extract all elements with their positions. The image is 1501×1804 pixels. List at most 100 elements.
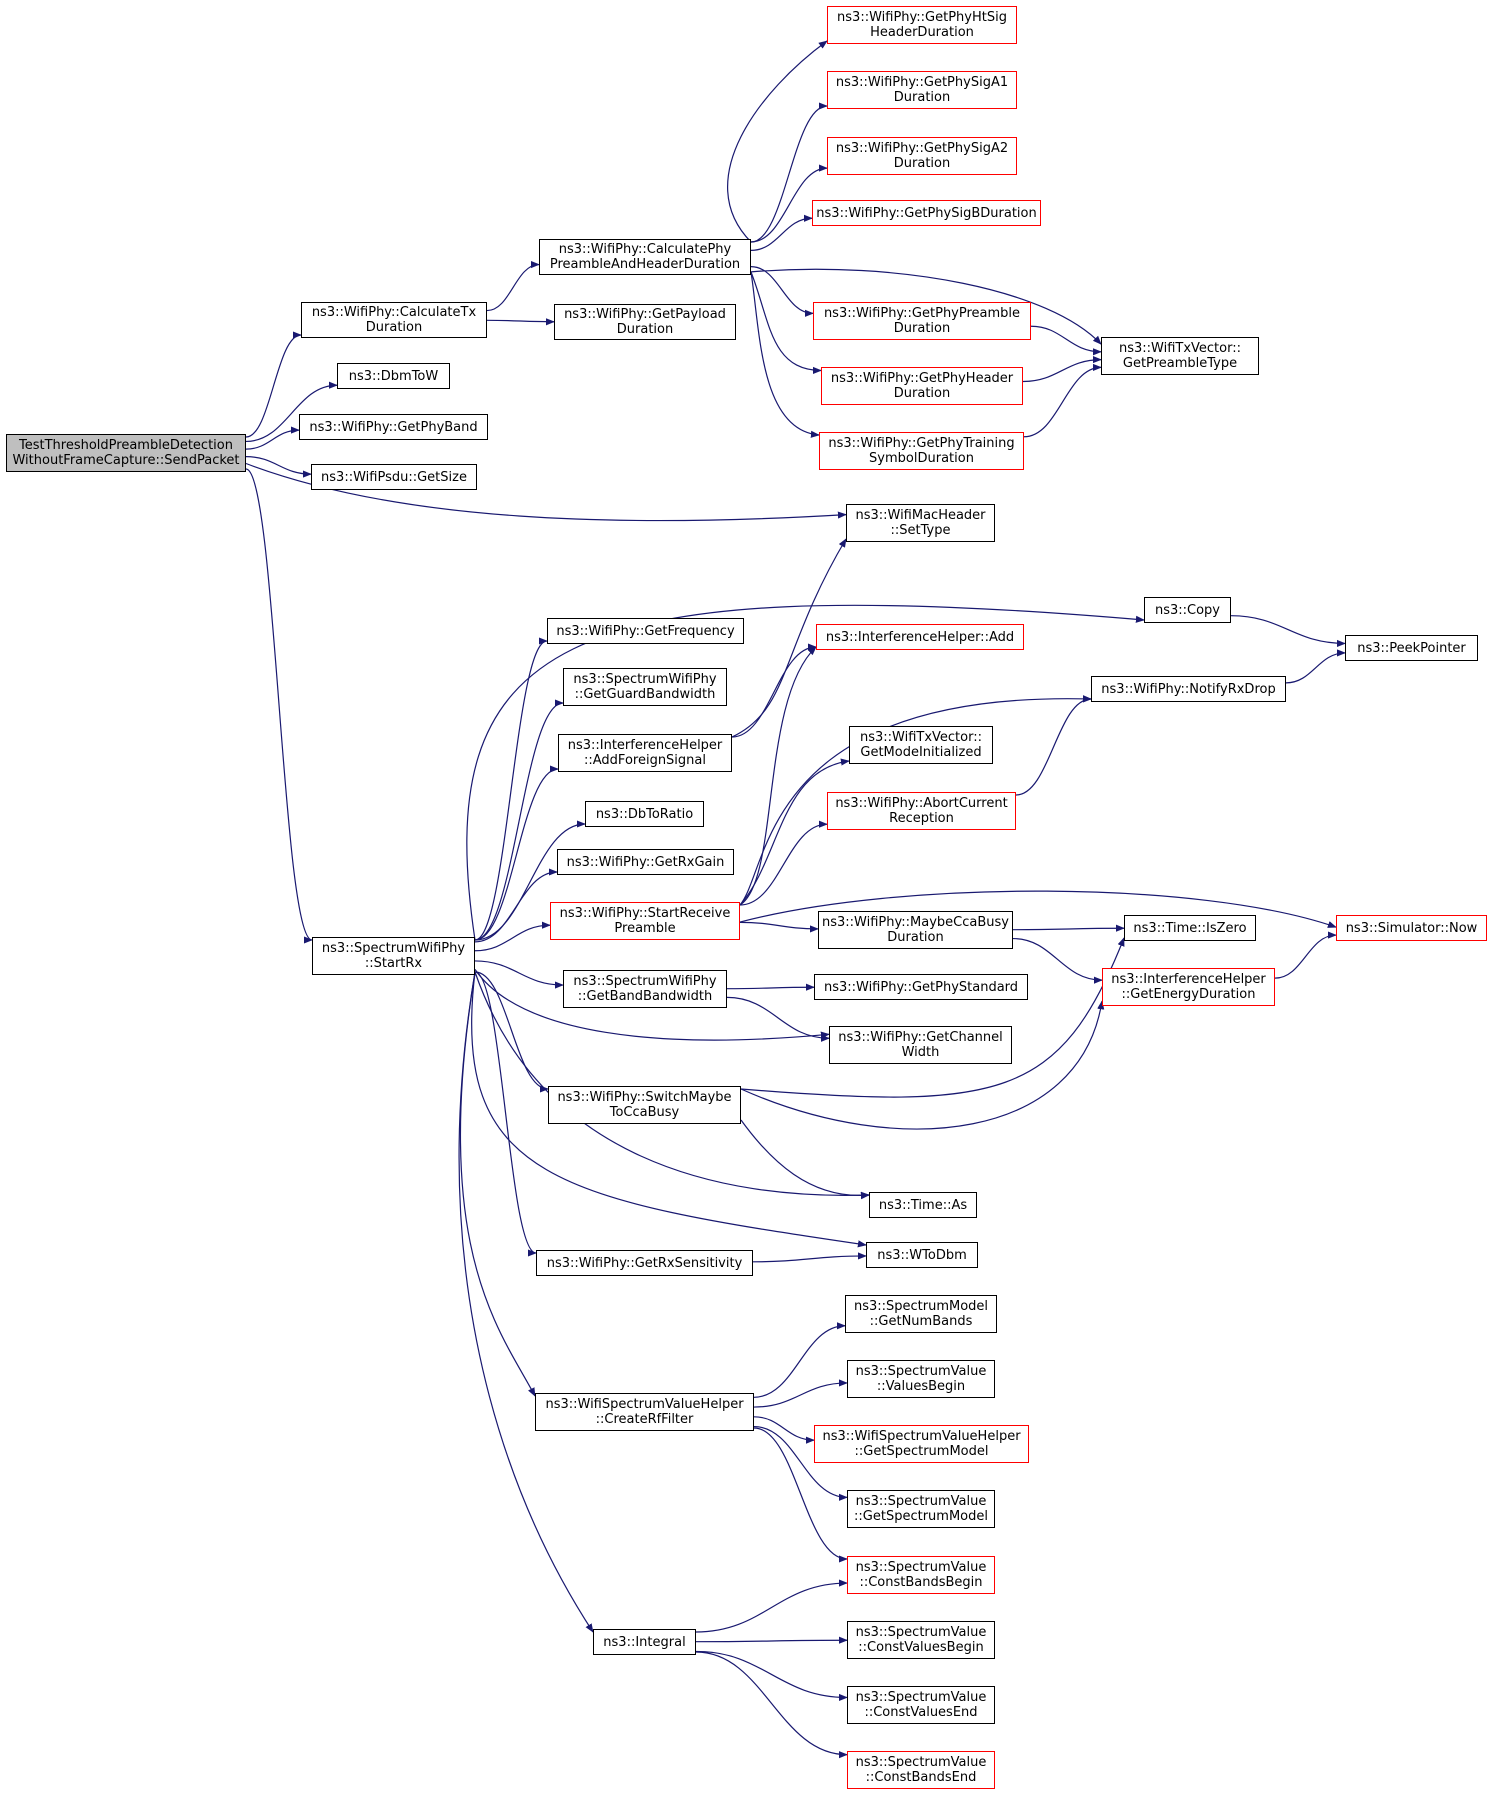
node-addForeign[interactable]: ns3::InterferenceHelper::AddForeignSigna… (558, 734, 732, 772)
node-wsvhModel[interactable]: ns3::WifiSpectrumValueHelper::GetSpectru… (814, 1425, 1029, 1463)
edge-notifyDrop-to-peek (1285, 649, 1346, 684)
node-svModel[interactable]: ns3::SpectrumValue::GetSpectrumModel (847, 1490, 995, 1528)
edge-integral-to-cbEnd (695, 1651, 848, 1759)
node-label-line: ns3::WifiTxVector:: (859, 730, 982, 745)
node-energy[interactable]: ns3::InterferenceHelper::GetEnergyDurati… (1102, 968, 1275, 1006)
node-label-line: ns3::SpectrumValue (855, 1494, 987, 1509)
edge-startRx-to-bandBw (474, 960, 564, 989)
node-label-line: ns3::SpectrumValue (855, 1690, 987, 1705)
node-psduSize[interactable]: ns3::WifiPsdu::GetSize (311, 464, 477, 490)
node-preType[interactable]: ns3::WifiTxVector::GetPreambleType (1101, 337, 1259, 375)
node-dbToRatio[interactable]: ns3::DbToRatio (585, 801, 704, 827)
node-label-line: ToCcaBusy (609, 1105, 680, 1120)
node-label-line: ::GetSpectrumModel (854, 1509, 988, 1524)
node-label-line: ::GetSpectrumModel (854, 1444, 989, 1459)
edge-calcPre-to-sigA2 (750, 164, 828, 243)
node-rxSens[interactable]: ns3::WifiPhy::GetRxSensitivity (536, 1250, 753, 1276)
edge-abortRx-to-notifyDrop (1015, 695, 1092, 796)
node-setType[interactable]: ns3::WifiMacHeader::SetType (846, 504, 995, 542)
edge-startRx-to-chWidth (474, 969, 830, 1041)
node-label-line: ns3::Copy (1154, 602, 1221, 618)
node-wToDbm[interactable]: ns3::WToDbm (866, 1242, 978, 1268)
edge-root-to-calcTx (245, 331, 302, 438)
node-label-line: ns3::WifiPhy::SwitchMaybe (557, 1090, 732, 1105)
node-label-line: Duration (893, 321, 951, 336)
node-modeInit[interactable]: ns3::WifiTxVector::GetModeInitialized (849, 726, 993, 764)
node-cbEnd[interactable]: ns3::SpectrumValue::ConstBandsEnd (847, 1751, 995, 1789)
node-label-line: ns3::WifiPhy::GetFrequency (556, 623, 735, 639)
node-simNow[interactable]: ns3::Simulator::Now (1336, 915, 1487, 941)
node-sigB[interactable]: ns3::WifiPhy::GetPhySigBDuration (812, 200, 1041, 226)
node-rfFilter[interactable]: ns3::WifiSpectrumValueHelper::CreateRfFi… (535, 1393, 754, 1431)
edge-energy-to-simNow (1274, 931, 1337, 979)
node-label-line: ns3::WifiMacHeader (855, 508, 986, 523)
node-label-line: ns3::WifiPhy::CalculateTx (311, 305, 477, 320)
node-rxGain[interactable]: ns3::WifiPhy::GetRxGain (557, 849, 734, 875)
edge-startPre-to-modeInit (739, 758, 850, 906)
node-label-line: ns3::WifiPhy::NotifyRxDrop (1101, 681, 1276, 697)
node-dbmToW[interactable]: ns3::DbmToW (337, 363, 450, 389)
node-cvBegin[interactable]: ns3::SpectrumValue::ConstValuesBegin (847, 1621, 995, 1659)
edge-startPre-to-maybeCca (739, 921, 819, 933)
node-label-line: ns3::DbToRatio (595, 806, 694, 822)
node-phyStd[interactable]: ns3::WifiPhy::GetPhyStandard (814, 974, 1028, 1000)
edge-root-to-psduSize (245, 456, 312, 478)
node-label-line: ns3::WifiPhy::CalculatePhy (558, 242, 732, 257)
edge-rfFilter-to-valBegin (753, 1379, 848, 1408)
node-valBegin[interactable]: ns3::SpectrumValue::ValuesBegin (847, 1360, 995, 1398)
node-label-line: ns3::SpectrumWifiPhy (573, 672, 717, 687)
node-label-line: TestThresholdPreambleDetection (19, 438, 233, 453)
node-integral[interactable]: ns3::Integral (593, 1629, 696, 1655)
node-getPhyBand[interactable]: ns3::WifiPhy::GetPhyBand (299, 414, 488, 440)
node-label-line: ns3::WifiPsdu::GetSize (321, 469, 467, 485)
node-isZero[interactable]: ns3::Time::IsZero (1124, 915, 1256, 941)
node-label-line: WithoutFrameCapture::SendPacket (12, 453, 240, 468)
node-copy[interactable]: ns3::Copy (1144, 597, 1231, 623)
node-guardBw[interactable]: ns3::SpectrumWifiPhy::GetGuardBandwidth (563, 668, 727, 706)
edge-rfFilter-to-cbBegin (753, 1427, 848, 1563)
node-getFreq[interactable]: ns3::WifiPhy::GetFrequency (547, 618, 744, 644)
edge-startRx-to-guardBw (474, 699, 564, 941)
node-label-line: ns3::SpectrumValue (855, 1625, 987, 1640)
edge-startPre-to-simNow (739, 890, 1337, 928)
node-startRx[interactable]: ns3::SpectrumWifiPhy::StartRx (312, 937, 475, 975)
node-label-line: ::CreateRfFilter (595, 1412, 694, 1427)
node-label-line: ns3::WifiPhy::GetPayload (564, 307, 726, 322)
edge-startRx-to-wToDbm (471, 971, 867, 1248)
node-notifyDrop[interactable]: ns3::WifiPhy::NotifyRxDrop (1091, 676, 1286, 702)
node-label-line: Preamble (614, 921, 676, 936)
edge-startPre-to-ihAdd (739, 646, 817, 906)
node-label-line: ::AddForeignSignal (584, 753, 706, 768)
node-bandBw[interactable]: ns3::SpectrumWifiPhy::GetBandBandwidth (563, 970, 727, 1008)
node-label-line: ::ConstBandsBegin (859, 1575, 983, 1590)
node-ihAdd[interactable]: ns3::InterferenceHelper::Add (816, 624, 1024, 650)
edge-switchCca-to-timeAs (740, 1119, 870, 1200)
node-label-line: ns3::WifiPhy::GetPhySigA2 (835, 141, 1009, 156)
node-cvEnd[interactable]: ns3::SpectrumValue::ConstValuesEnd (847, 1686, 995, 1724)
node-label-line: ::GetNumBands (869, 1314, 973, 1329)
edge-integral-to-cvBegin (695, 1636, 848, 1644)
node-timeAs[interactable]: ns3::Time::As (869, 1192, 977, 1218)
node-numBands[interactable]: ns3::SpectrumModel::GetNumBands (845, 1295, 997, 1333)
node-label-line: ns3::InterferenceHelper (567, 738, 723, 753)
node-peek[interactable]: ns3::PeekPointer (1345, 635, 1478, 661)
edge-maybeCca-to-energy (1012, 937, 1103, 984)
node-cbBegin[interactable]: ns3::SpectrumValue::ConstBandsBegin (847, 1556, 995, 1594)
edge-maybeCca-to-isZero (1012, 924, 1125, 932)
